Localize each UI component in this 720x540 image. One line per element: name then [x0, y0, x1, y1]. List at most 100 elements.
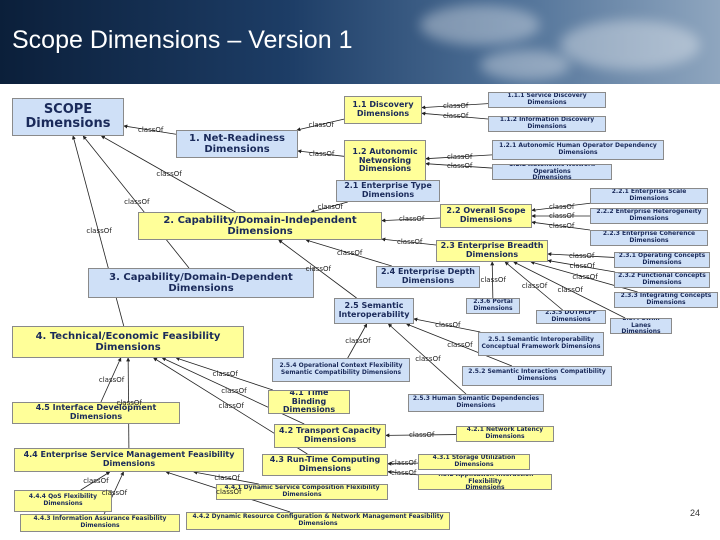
edge-label-classof: classOf — [447, 152, 473, 161]
node-sublabel: Dimensions — [465, 250, 519, 259]
edge-n3-to-scope — [82, 135, 190, 269]
edge-label-classof: classOf — [443, 101, 469, 110]
edge-label-classof: classOf — [309, 149, 335, 158]
node-label: 2.4 Enterprise Depth — [380, 267, 475, 277]
edge-label-classof: classOf — [308, 120, 334, 129]
node-label: 4.4 Enterprise Service Management Feasib… — [23, 450, 235, 460]
node-n441: 4.4.1 Dynamic Service Composition Flexib… — [216, 484, 388, 500]
node-sublabel: Dimensions — [527, 99, 567, 106]
edge-n251-to-n25 — [413, 317, 481, 333]
node-label: 2.5 Semantic — [344, 301, 404, 311]
edge-label-classof: classOf — [435, 321, 461, 330]
node-label: 4.4.1 Dynamic Service Composition Flexib… — [224, 484, 380, 492]
edge-n23-to-n2 — [381, 237, 437, 246]
node-label: 4.4.2 Dynamic Resource Configuration & N… — [192, 513, 444, 521]
node-sublabel: Conceptual Framework Dimensions — [481, 343, 601, 350]
edge-n231-to-n23 — [547, 252, 615, 258]
edge-label-classof: classOf — [221, 387, 247, 395]
node-label: 1.2 Autonomic — [352, 146, 418, 156]
node-sublabel: Dimensions — [527, 123, 567, 130]
title-banner: Scope Dimensions – Version 1 — [0, 0, 720, 84]
edge-label-classof: classOf — [101, 489, 128, 497]
edge-label-classof: classOf — [569, 262, 595, 271]
node-sublabel: Dimensions — [95, 342, 161, 353]
edge-label-classof: classOf — [86, 227, 112, 235]
node-label: 1.1.2 Information Discovery — [499, 116, 595, 124]
node-sublabel: Networking Dimensions — [358, 155, 412, 174]
node-sublabel: Dimensions — [227, 226, 293, 237]
node-label: 2.5.3 Human Semantic Dependencies — [412, 395, 540, 403]
node-label: 2.3.4 Swim Lanes — [622, 318, 660, 329]
edge-label-classof: classOf — [549, 222, 575, 231]
node-sublabel: Interoperability — [338, 310, 410, 319]
node-sublabel: Dimensions — [621, 328, 661, 334]
edge-n421-to-n42 — [385, 433, 457, 438]
node-label: 3. Capability/Domain-Dependent — [109, 272, 293, 283]
node-sublabel: Dimensions — [356, 109, 410, 118]
node-sublabel: Dimensions — [629, 215, 669, 222]
node-sublabel: Dimensions — [558, 149, 598, 156]
edge-label-classof: classOf — [216, 488, 242, 496]
node-label: 2.5.4 Operational Context Flexibility — [279, 362, 403, 370]
edge-label-classof: classOf — [138, 126, 164, 135]
node-label: 1.2.1 Autonomic Human Operator Dependenc… — [499, 142, 657, 150]
edge-n121-to-n12 — [425, 154, 493, 161]
node-label: 4.2.1 Network Latency — [466, 426, 544, 434]
node-label: SCOPE — [43, 101, 93, 117]
edge-label-classof: classOf — [397, 238, 423, 247]
edge-label-classof: classOf — [212, 370, 238, 378]
edge-n12-to-n1 — [297, 149, 345, 157]
edge-n45-to-n4 — [100, 357, 122, 403]
node-label: 1.1 Discovery — [352, 100, 414, 110]
edge-label-classof: classOf — [305, 265, 332, 273]
edge-n111-to-n11 — [421, 103, 489, 110]
node-n252: 2.5.2 Semantic Interaction Compatibility… — [462, 366, 612, 386]
edge-label-classof: classOf — [443, 112, 469, 121]
edge-label-classof: classOf — [447, 341, 473, 349]
node-label: 4.1 Time Binding — [289, 390, 329, 406]
edge-label-classof: classOf — [409, 430, 435, 439]
node-label: 4.3 Run-Time Computing — [269, 455, 381, 465]
node-label: 2. Capability/Domain-Independent — [163, 215, 357, 226]
edge-label-classof: classOf — [521, 282, 548, 290]
edge-n1-to-scope — [123, 124, 177, 135]
edge-n234-to-n23 — [513, 261, 626, 319]
node-label: 2.1 Enterprise Type — [344, 181, 432, 191]
edge-n24-to-n2 — [305, 239, 392, 267]
node-sublabel: Dimensions — [168, 283, 234, 294]
node-sublabel: Dimensions — [473, 305, 513, 312]
node-sublabel: Dimensions — [204, 144, 270, 155]
node-sublabel: Dimensions — [401, 276, 455, 285]
edge-label-classof: classOf — [336, 249, 363, 257]
edge-n236-to-n23 — [490, 261, 495, 299]
node-label: 1.2.2 Autonomic Network Operations — [509, 164, 595, 175]
edge-n441-to-n44 — [193, 470, 259, 485]
node-label: 4.3.2 Application Interaction Flexibilit… — [436, 474, 534, 485]
node-sublabel: Dimensions — [629, 237, 669, 244]
edge-label-classof: classOf — [116, 399, 142, 407]
node-sublabel: Dimensions — [532, 174, 572, 180]
edge-n2-to-scope — [100, 135, 236, 213]
node-label: 2.2.2 Enterprise Heterogeneity — [596, 208, 702, 216]
